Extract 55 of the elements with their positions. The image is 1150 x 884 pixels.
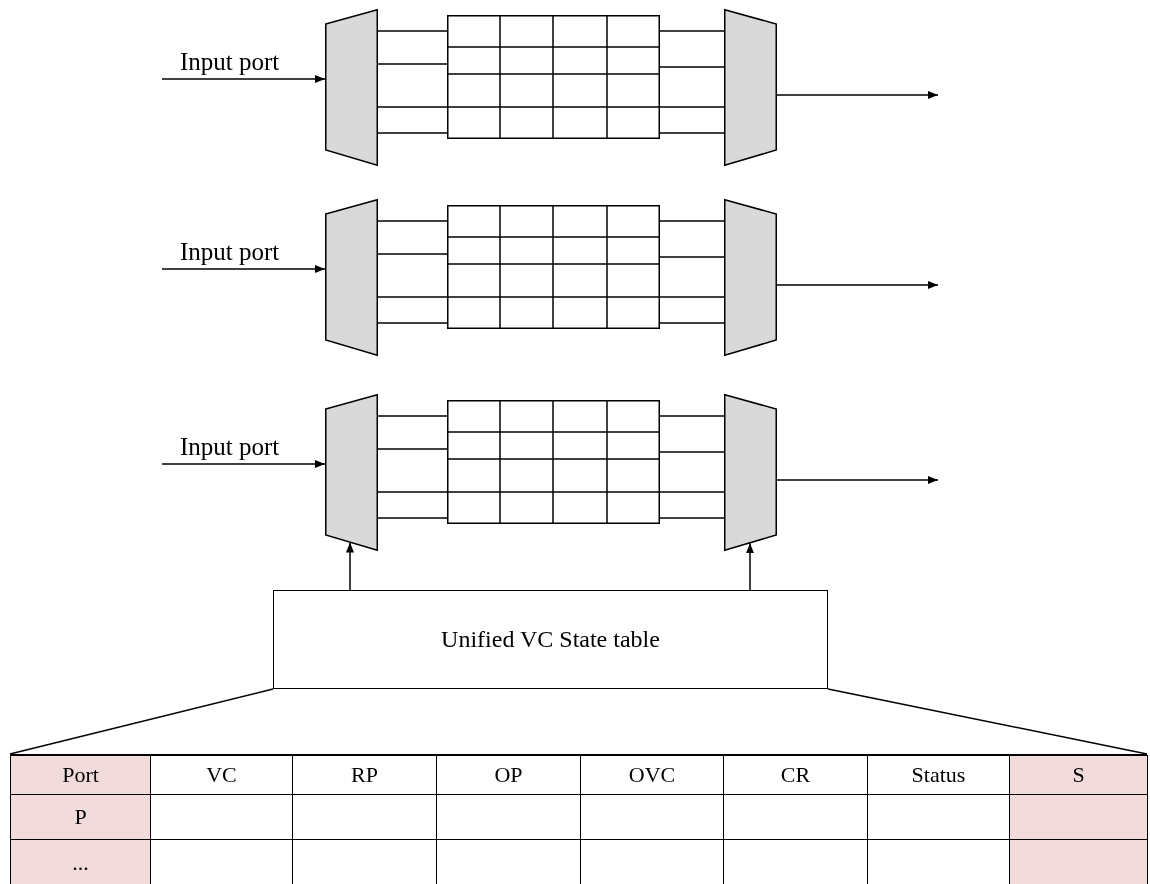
- table-cell: S: [1009, 755, 1148, 795]
- state-table: [10, 754, 1147, 884]
- connector-line: [377, 106, 448, 108]
- connector-line: [659, 66, 725, 68]
- connector-line: [377, 448, 448, 450]
- multiplexer-shape: [724, 9, 777, 166]
- table-cell: Status: [867, 755, 1010, 795]
- connector-line: [659, 491, 725, 493]
- connector-line: [377, 322, 448, 324]
- connector-line: [659, 132, 725, 134]
- connector-line: [377, 253, 448, 255]
- table-cell: CR: [723, 755, 868, 795]
- projection-line: [9, 688, 274, 755]
- buffer-grid: [447, 400, 660, 524]
- connector-line: [377, 63, 448, 65]
- connector-line: [377, 296, 448, 298]
- multiplexer-shape: [325, 394, 378, 551]
- table-cell: RP: [292, 755, 437, 795]
- connector-line: [659, 220, 725, 222]
- multiplexer-shape: [325, 199, 378, 356]
- table-cell: P: [10, 794, 151, 840]
- connector-line: [377, 517, 448, 519]
- buffer-grid: [447, 205, 660, 329]
- connector-line: [659, 322, 725, 324]
- arrow: [346, 541, 354, 591]
- multiplexer-shape: [724, 199, 777, 356]
- projection-line: [827, 688, 1148, 755]
- connector-line: [659, 256, 725, 258]
- connector-line: [377, 491, 448, 493]
- connector-line: [659, 106, 725, 108]
- table-cell: OVC: [580, 755, 724, 795]
- connector-line: [659, 517, 725, 519]
- multiplexer-shape: [724, 394, 777, 551]
- connector-line: [377, 30, 448, 32]
- table-cell: ...: [10, 839, 151, 884]
- arrow: [746, 542, 754, 591]
- arrow: [776, 476, 939, 484]
- arrow: [776, 91, 939, 99]
- arrow: [776, 281, 939, 289]
- buffer-grid: [447, 15, 660, 139]
- arrow: [161, 75, 326, 83]
- connector-line: [659, 296, 725, 298]
- arrow: [161, 265, 326, 273]
- connector-line: [377, 220, 448, 222]
- connector-line: [377, 132, 448, 134]
- table-cell: OP: [436, 755, 581, 795]
- table-title-box: Unified VC State table: [273, 590, 828, 689]
- connector-line: [659, 451, 725, 453]
- connector-line: [377, 415, 448, 417]
- connector-line: [659, 30, 725, 32]
- table-cell: VC: [150, 755, 293, 795]
- arrow: [161, 460, 326, 468]
- connector-line: [659, 415, 725, 417]
- table-cell: Port: [10, 755, 151, 795]
- multiplexer-shape: [325, 9, 378, 166]
